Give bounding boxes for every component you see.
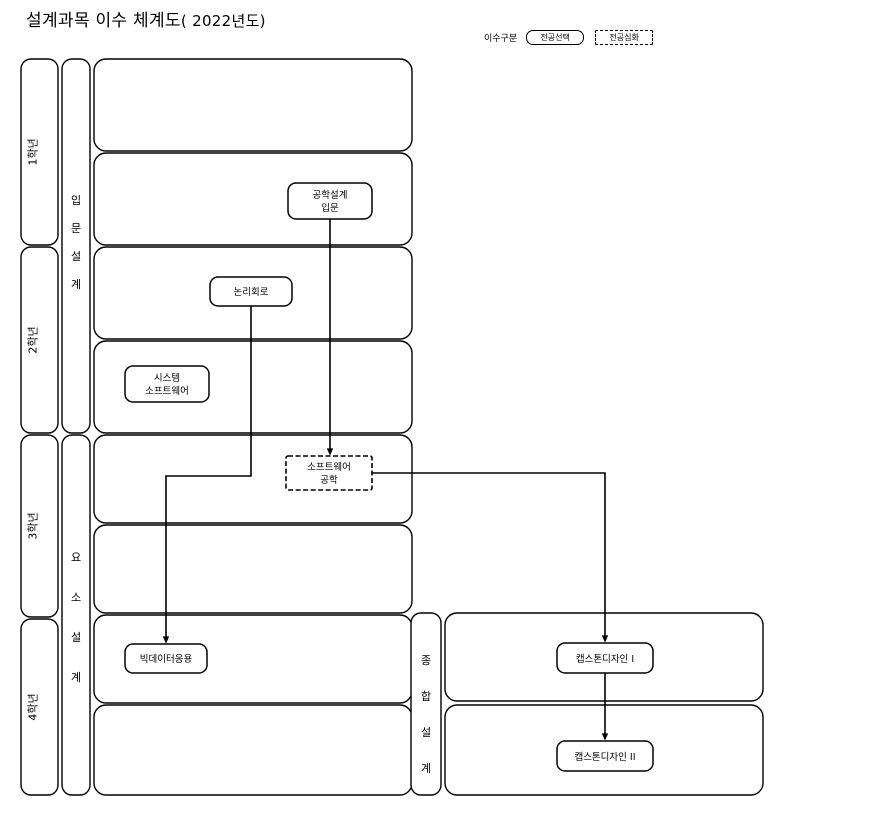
stage-cell-intro-design: [61, 58, 91, 434]
connectors: [162, 219, 609, 741]
course-node-engineering-design-intro[interactable]: 공학설계 입문: [287, 182, 373, 220]
stage-label-intro-design-char-0: 입: [71, 194, 81, 207]
stage-label-comprehensive-design-char-3: 계: [421, 762, 431, 775]
year-cell-year4: [20, 618, 59, 796]
year-label-year4-char-0: 4학년: [27, 693, 40, 720]
course-box-bigdata-application[interactable]: [124, 643, 208, 674]
stage-label-intro-design-char-3: 계: [71, 278, 81, 291]
stage-label-intro-design-char-1: 문: [71, 222, 81, 235]
course-label-engineering-design-intro-line-0: 공학설계: [313, 189, 348, 201]
connector-logic-circuit-to-bigdata-application: [162, 306, 252, 644]
stage-label-element-design-char-3: 계: [71, 671, 81, 684]
year-cell-year1: [20, 58, 59, 246]
course-node-capstone-design-1[interactable]: 캡스톤디자인 I: [556, 642, 654, 674]
year-label-year2-char-0: 2학년: [27, 326, 40, 353]
capstone-stage-column: 종 합 설 계: [410, 612, 442, 796]
stage-label-element-design-char-1: 소: [71, 591, 81, 604]
course-node-system-software[interactable]: 시스템 소프트웨어: [124, 365, 210, 403]
stage-label-comprehensive-design-char-0: 종: [421, 654, 431, 667]
stage-cell-comprehensive-design: [410, 612, 442, 796]
year-label-year1: 1학년: [27, 138, 40, 165]
course-node-bigdata-application[interactable]: 빅데이터응용: [124, 643, 208, 674]
course-node-logic-circuit[interactable]: 논리회로: [209, 276, 293, 307]
stage-label-comprehensive-design-char-1: 합: [421, 690, 431, 703]
year-cell-year2: [20, 246, 59, 434]
course-label-system-software-line-1: 소프트웨어: [145, 385, 189, 397]
course-box-logic-circuit[interactable]: [209, 276, 293, 307]
stage-cell-element-design: [61, 434, 91, 796]
course-label-capstone-design-2-line-0: 캡스톤디자인 II: [574, 751, 635, 763]
course-label-system-software-line-0: 시스템: [154, 372, 180, 384]
year-label-year4: 4학년: [27, 693, 40, 720]
year-column: 1학년 2학년 3학년 4학년: [20, 58, 59, 796]
course-label-capstone-design-1-line-0: 캡스톤디자인 I: [576, 653, 634, 665]
connector-software-engineering-to-capstone-design-1: [372, 472, 609, 643]
legend-chip-major-elective: 전공선택: [526, 30, 585, 45]
page-title-year: ( 2022년도): [180, 12, 266, 30]
legend-chip-major-advanced: 전공심화: [595, 30, 654, 45]
legend: 이수구분 전공선택 전공심화: [484, 30, 654, 45]
course-label-engineering-design-intro-line-1: 입문: [321, 202, 339, 214]
course-box-capstone-design-1[interactable]: [556, 642, 654, 674]
semester-row-y1s1: [93, 58, 413, 152]
course-box-engineering-design-intro[interactable]: [287, 182, 373, 220]
stage-label-intro-design-char-2: 설: [71, 250, 81, 263]
semester-row-y2s2: [93, 340, 413, 434]
year-label-year1-char-0: 1학년: [27, 138, 40, 165]
semester-rows-left: [93, 58, 413, 796]
year-cell-year3: [20, 434, 59, 618]
semester-row-y1s2: [93, 152, 413, 246]
stage-column: 입 문 설 계 요 소 설 계: [61, 58, 91, 796]
course-box-system-software[interactable]: [124, 365, 210, 403]
course-box-software-engineering[interactable]: [285, 455, 373, 491]
stage-label-element-design-char-0: 요: [71, 551, 81, 564]
course-label-software-engineering-line-0: 소프트웨어: [307, 461, 351, 473]
course-node-software-engineering[interactable]: 소프트웨어 공학: [285, 455, 373, 491]
semester-row-y3s2: [93, 524, 413, 614]
course-label-software-engineering-line-1: 공학: [320, 475, 338, 486]
semester-row-y4s2: [93, 704, 413, 796]
course-label-logic-circuit-line-0: 논리회로: [234, 287, 269, 298]
course-label-bigdata-application-line-0: 빅데이터응용: [140, 654, 193, 665]
year-label-year2: 2학년: [27, 326, 40, 353]
year-label-year3-char-0: 3학년: [27, 512, 40, 539]
page-title-main: 설계과목 이수 체계도: [26, 11, 181, 31]
stage-label-comprehensive-design-char-2: 설: [421, 726, 431, 739]
page-title: 설계과목 이수 체계도( 2022년도): [26, 6, 266, 31]
legend-label: 이수구분: [484, 34, 518, 44]
year-label-year3: 3학년: [27, 512, 40, 539]
course-node-capstone-design-2[interactable]: 캡스톤디자인 II: [556, 740, 654, 772]
stage-label-element-design-char-2: 설: [71, 631, 81, 644]
course-box-capstone-design-2[interactable]: [556, 740, 654, 772]
